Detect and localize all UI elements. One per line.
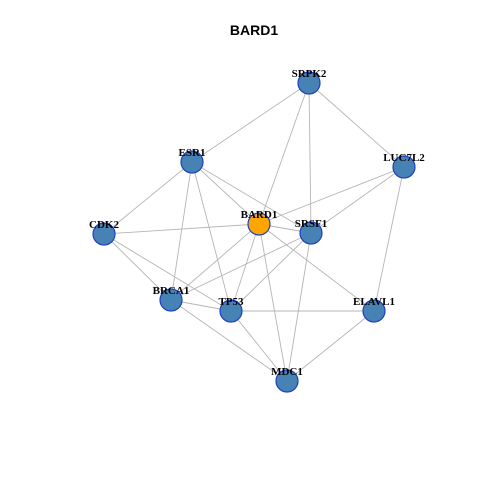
node-label-bard1: BARD1 bbox=[241, 209, 278, 221]
node-circle-mdc1 bbox=[275, 369, 299, 393]
edge-esr1-brca1 bbox=[170, 161, 193, 301]
edge-cdk2-brca1 bbox=[103, 233, 172, 301]
node-bard1: BARD1 bbox=[241, 209, 278, 236]
node-label-cdk2: CDK2 bbox=[89, 219, 119, 231]
node-circle-bard1 bbox=[247, 212, 271, 236]
node-tp53: TP53 bbox=[218, 296, 244, 323]
edge-tp53-mdc1 bbox=[230, 310, 288, 382]
edge-esr1-cdk2 bbox=[103, 161, 193, 235]
edge-bard1-elavl1 bbox=[258, 223, 375, 312]
node-label-srsf1: SRSF1 bbox=[295, 218, 327, 230]
node-srsf1: SRSF1 bbox=[295, 218, 327, 245]
node-label-brca1: BRCA1 bbox=[153, 285, 190, 297]
node-label-esr1: ESR1 bbox=[179, 147, 206, 159]
edge-esr1-tp53 bbox=[191, 161, 232, 312]
node-circle-esr1 bbox=[180, 150, 204, 174]
node-esr1: ESR1 bbox=[179, 147, 206, 174]
edge-srpk2-srsf1 bbox=[308, 82, 312, 234]
node-circle-brca1 bbox=[159, 288, 183, 312]
edge-bard1-tp53 bbox=[230, 223, 260, 312]
edge-srpk2-bard1 bbox=[258, 82, 310, 225]
node-cdk2: CDK2 bbox=[89, 219, 119, 246]
node-luc7l2: LUC7L2 bbox=[383, 152, 425, 179]
edge-elavl1-mdc1 bbox=[286, 310, 375, 382]
node-circle-srsf1 bbox=[299, 221, 323, 245]
node-label-elavl1: ELAVL1 bbox=[353, 296, 395, 308]
node-circle-luc7l2 bbox=[392, 155, 416, 179]
node-circle-srpk2 bbox=[297, 71, 321, 95]
node-label-tp53: TP53 bbox=[218, 296, 244, 308]
node-circle-tp53 bbox=[219, 299, 243, 323]
edge-srsf1-mdc1 bbox=[286, 232, 312, 382]
edge-srsf1-tp53 bbox=[230, 232, 312, 312]
node-label-luc7l2: LUC7L2 bbox=[383, 152, 425, 164]
edge-brca1-mdc1 bbox=[170, 299, 288, 382]
node-brca1: BRCA1 bbox=[153, 285, 190, 312]
node-label-srpk2: SRPK2 bbox=[292, 68, 327, 80]
edge-srpk2-luc7l2 bbox=[308, 82, 405, 168]
edge-layer bbox=[103, 82, 405, 382]
edge-cdk2-bard1 bbox=[103, 223, 260, 235]
edge-cdk2-tp53 bbox=[103, 233, 232, 312]
node-circle-cdk2 bbox=[92, 222, 116, 246]
node-circle-elavl1 bbox=[362, 299, 386, 323]
edge-luc7l2-bard1 bbox=[258, 166, 405, 225]
edge-bard1-mdc1 bbox=[258, 223, 288, 382]
edge-bard1-brca1 bbox=[170, 223, 260, 301]
diagram-title: BARD1 bbox=[230, 22, 278, 38]
edge-esr1-bard1 bbox=[191, 161, 260, 225]
edge-luc7l2-srsf1 bbox=[310, 166, 405, 234]
node-elavl1: ELAVL1 bbox=[353, 296, 395, 323]
edge-esr1-srsf1 bbox=[191, 161, 312, 234]
node-mdc1: MDC1 bbox=[271, 366, 303, 393]
node-srpk2: SRPK2 bbox=[292, 68, 327, 95]
edge-srpk2-esr1 bbox=[191, 82, 310, 163]
edge-luc7l2-elavl1 bbox=[373, 166, 405, 312]
edge-srsf1-brca1 bbox=[170, 232, 312, 301]
node-label-mdc1: MDC1 bbox=[271, 366, 303, 378]
